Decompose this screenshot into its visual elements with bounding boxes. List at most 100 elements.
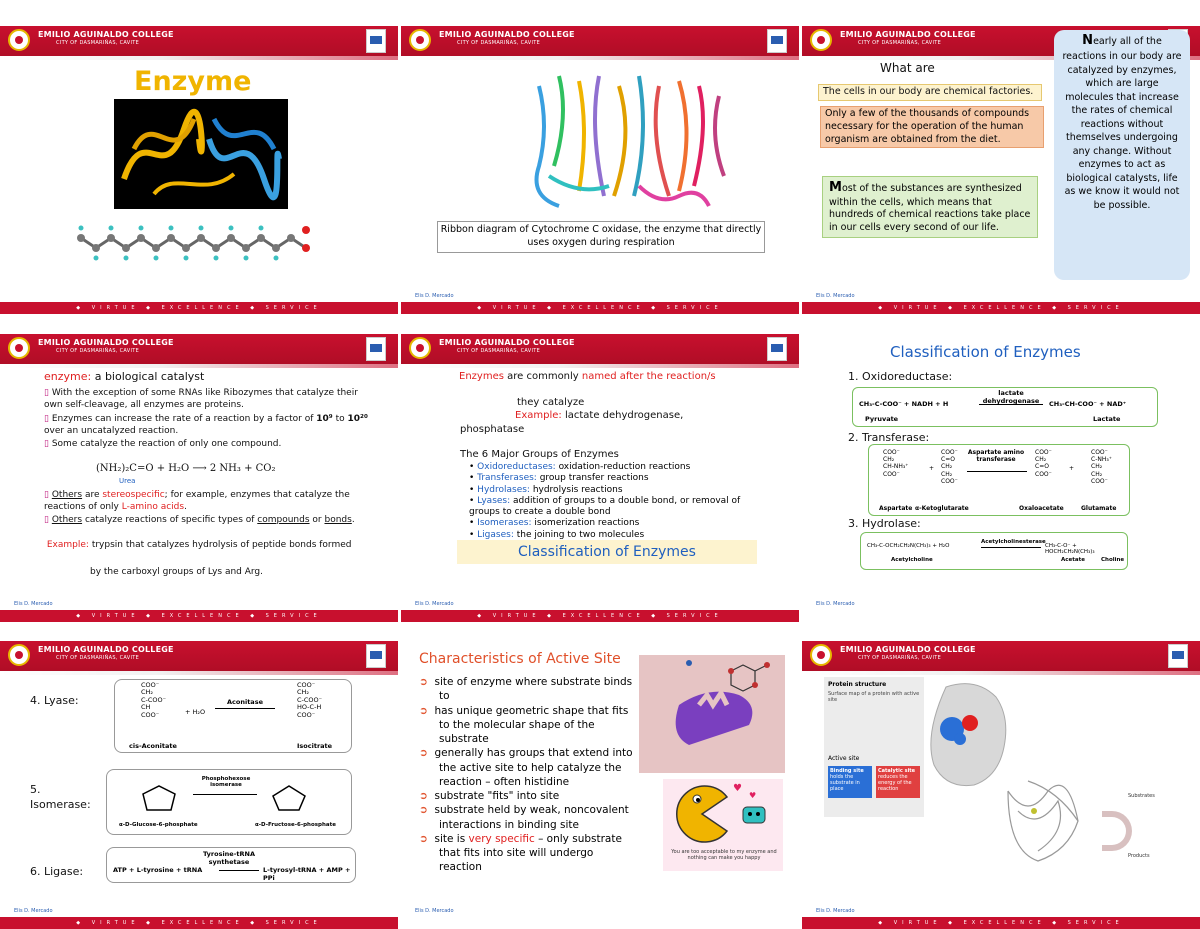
- slide-header: EMILIO AGUINALDO COLLEGE CITY OF DASMARI…: [401, 334, 799, 368]
- naming-example: Example: lactate dehydrogenase,: [515, 410, 684, 421]
- example-trypsin-2: by the carboxyl groups of Lys and Arg.: [90, 567, 264, 577]
- accreditation-logo-icon: [767, 29, 787, 53]
- college-seal-icon: [8, 337, 30, 359]
- substrates-label: Substrates: [1128, 793, 1155, 799]
- slide-footer: ◆ VIRTUE ◆ EXCELLENCE ◆ SERVICE: [802, 302, 1200, 314]
- list-item: ➲ has unique geometric shape that fits t…: [419, 704, 629, 746]
- college-city: CITY OF DASMARIÑAS, CAVITE: [56, 40, 140, 46]
- accreditation-logo-icon: [366, 337, 386, 361]
- urea-label: Urea: [119, 477, 136, 485]
- info-box-2: Only a few of the thousands of compounds…: [820, 106, 1044, 149]
- college-seal-icon: [8, 29, 30, 51]
- list-item: ➲ generally has groups that extend into …: [419, 747, 633, 788]
- slide-header: EMILIO AGUINALDO COLLEGE CITY OF DASMARI…: [401, 26, 799, 60]
- bullet-5: ▯ Others catalyze reactions of specific …: [44, 515, 355, 525]
- info-box-3: Most of the substances are synthesized w…: [822, 176, 1038, 238]
- reaction-arrow: [1102, 811, 1132, 851]
- slide-question: What are: [880, 61, 935, 75]
- slide-3: EMILIO AGUINALDO COLLEGE CITY OF DASMARI…: [802, 26, 1200, 314]
- groups-list: • Oxidoreductases: oxidation-reduction r…: [469, 462, 759, 541]
- cartoon-caption: You are too acceptable to my enzyme and …: [671, 849, 777, 861]
- isomerase-label: 5. Isomerase:: [30, 783, 91, 811]
- bullet-2: ▯ Enzymes can increase the rate of a rea…: [44, 414, 368, 437]
- slide-6: Classification of Enzymes 1. Oxidoreduct…: [802, 334, 1200, 622]
- substrate-character-icon: [742, 806, 766, 824]
- slide-2: EMILIO AGUINALDO COLLEGE CITY OF DASMARI…: [401, 26, 799, 314]
- slide-header: EMILIO AGUINALDO COLLEGE CITY OF DASMARI…: [0, 641, 398, 675]
- list-item: ➲ site is very specific – only substrate…: [419, 832, 622, 874]
- oxidoreductase-reaction: CH₃-C-COO⁻ + NADH + H lactate dehydrogen…: [852, 387, 1158, 427]
- slide-header: EMILIO AGUINALDO COLLEGE CITY OF DASMARI…: [0, 26, 398, 60]
- heart-icon: ♥: [749, 791, 757, 800]
- college-seal-icon: [8, 644, 30, 666]
- class-2-label: 2. Transferase:: [848, 431, 930, 444]
- class-1-label: 1. Oxidoreductase:: [848, 370, 953, 383]
- naming-line-1: Enzymes are commonly named after the rea…: [459, 371, 716, 382]
- accreditation-logo-icon: [366, 29, 386, 53]
- protein-ribbon-image: [1007, 780, 1079, 862]
- ligase-label: 6. Ligase:: [30, 865, 84, 878]
- isomerase-reaction: Phosphohexose isomerase α-D-Glucose-6-ph…: [106, 769, 352, 835]
- college-seal-icon: [810, 29, 832, 51]
- accreditation-logo-icon: [767, 337, 787, 361]
- ligase-reaction: Tyrosine-tRNA synthetase ATP + L-tyrosin…: [106, 847, 356, 883]
- slide-header: EMILIO AGUINALDO COLLEGE CITY OF DASMARI…: [802, 641, 1200, 675]
- bullet-3: ▯ Some catalyze the reaction of only one…: [44, 439, 282, 449]
- slide-7: EMILIO AGUINALDO COLLEGE CITY OF DASMARI…: [0, 641, 398, 929]
- list-item: ➲ site of enzyme where substrate binds t…: [419, 676, 633, 703]
- slide-footer: ◆ VIRTUE ◆ EXCELLENCE ◆ SERVICE: [0, 610, 398, 622]
- example-trypsin: Example: trypsin that catalyzes hydrolys…: [46, 540, 352, 550]
- heart-icon: ♥: [733, 783, 742, 794]
- slide-header: EMILIO AGUINALDO COLLEGE CITY OF DASMARI…: [0, 334, 398, 368]
- hydrolase-reaction: CH₃-C-OCH₂CH₂N(CH₃)₃ + H₂O Acetylcholine…: [860, 532, 1128, 570]
- group-item: • Isomerases: isomerization reactions: [469, 518, 640, 529]
- accreditation-logo-icon: [1168, 644, 1188, 668]
- cytochrome-oxidase-ribbon-image: [534, 75, 726, 208]
- college-seal-icon: [409, 29, 431, 51]
- cartoon-panel: ♥ ♥ You are too acceptable to my enzyme …: [663, 779, 783, 871]
- enzyme-ribbon-image: [114, 99, 288, 209]
- naming-example-2: phosphatase: [460, 424, 525, 435]
- slide-title: Classification of Enzymes: [890, 343, 1081, 361]
- groups-title: The 6 Major Groups of Enzymes: [460, 449, 619, 460]
- group-item: • Ligases: the joining to two molecules: [469, 529, 645, 540]
- slide-footer: ◆ VIRTUE ◆ EXCELLENCE ◆ SERVICE: [802, 917, 1200, 929]
- class-3-label: 3. Hydrolase:: [848, 517, 921, 530]
- slide-5: EMILIO AGUINALDO COLLEGE CITY OF DASMARI…: [401, 334, 799, 622]
- pacman-enzyme-icon: [676, 785, 729, 843]
- bullet-4: ▯ Others are stereospecific; for example…: [44, 490, 350, 513]
- side-note: Nearly all of the reactions in our body …: [1054, 30, 1190, 280]
- enzyme-substrate-image: [639, 655, 785, 773]
- fatty-acid-chain-image: [77, 225, 310, 261]
- group-item: • Transferases: group transfer reactions: [469, 473, 649, 484]
- slide-1: EMILIO AGUINALDO COLLEGE CITY OF DASMARI…: [0, 26, 398, 314]
- slide-title: Characteristics of Active Site: [419, 651, 621, 667]
- group-item: • Lyases: addition of groups to a double…: [469, 495, 741, 517]
- lyase-label: 4. Lyase:: [30, 694, 79, 707]
- slide-9: EMILIO AGUINALDO COLLEGE CITY OF DASMARI…: [802, 641, 1200, 929]
- college-seal-icon: [409, 337, 431, 359]
- classification-banner: Classification of Enzymes: [457, 540, 757, 564]
- slide-footer: ◆ VIRTUE ◆ EXCELLENCE ◆ SERVICE: [401, 610, 799, 622]
- slide-footer: ◆ VIRTUE ◆ EXCELLENCE ◆ SERVICE: [0, 917, 398, 929]
- slide-4: EMILIO AGUINALDO COLLEGE CITY OF DASMARI…: [0, 334, 398, 622]
- slide-footer: ◆ VIRTUE ◆ EXCELLENCE ◆ SERVICE: [401, 302, 799, 314]
- group-item: • Oxidoreductases: oxidation-reduction r…: [469, 462, 691, 472]
- products-label: Products: [1128, 853, 1150, 859]
- slide-8: Characteristics of Active Site ➲ site of…: [401, 641, 799, 929]
- figure-caption: Ribbon diagram of Cytochrome C oxidase, …: [437, 221, 765, 253]
- group-item: • Hydrolases: hydrolysis reactions: [469, 484, 623, 495]
- college-name: EMILIO AGUINALDO COLLEGE: [38, 30, 174, 39]
- active-site-list: ➲ site of enzyme where substrate binds t…: [419, 675, 637, 875]
- enzyme-definition: enzyme: a biological catalyst: [44, 370, 205, 383]
- college-seal-icon: [810, 644, 832, 666]
- urea-equation: (NH₂)₂C=O + H₂O ⟶ 2 NH₃ + CO₂: [96, 463, 276, 474]
- list-item: ➲ substrate held by weak, noncovalent in…: [419, 804, 629, 831]
- info-box-1: The cells in our body are chemical facto…: [818, 84, 1042, 101]
- naming-line-2: they catalyze: [517, 397, 585, 408]
- protein-structure-panel: Protein structure Surface map of a prote…: [824, 677, 924, 817]
- list-item: ➲ substrate "fits" into site: [419, 790, 560, 803]
- bullet-1: ▯ With the exception of some RNAs like R…: [44, 388, 358, 411]
